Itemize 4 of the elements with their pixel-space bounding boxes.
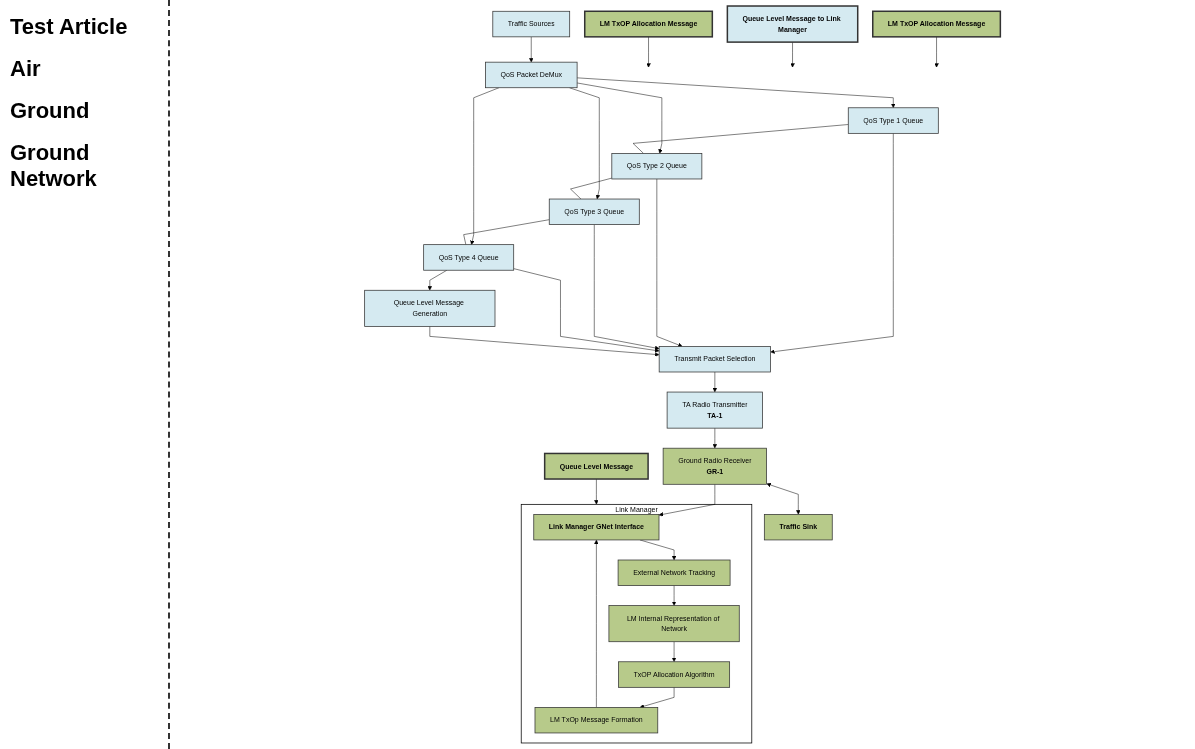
region-label: Air <box>10 56 42 82</box>
region-label: Ground <box>10 98 91 124</box>
region-label: Test Article <box>10 14 129 40</box>
region-label: Ground Network <box>10 140 98 192</box>
